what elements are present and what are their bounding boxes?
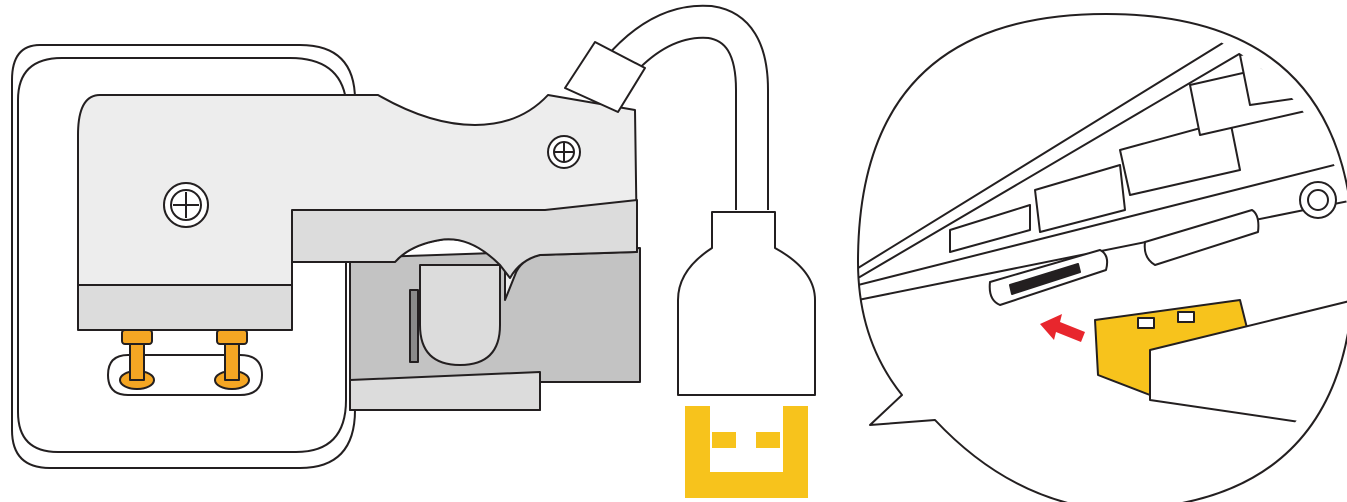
clip-cutout bbox=[420, 265, 500, 365]
screw-icon bbox=[164, 183, 208, 227]
clip-lower-band bbox=[78, 285, 292, 330]
screw-icon bbox=[548, 136, 580, 168]
clip-slot bbox=[410, 290, 418, 362]
laptop-port-callout bbox=[858, 14, 1347, 502]
audio-jack-inner bbox=[1308, 190, 1328, 210]
usb-connector-icon bbox=[685, 406, 808, 498]
usb-plug-body bbox=[678, 212, 815, 395]
device-charging-clip-group bbox=[12, 45, 640, 468]
